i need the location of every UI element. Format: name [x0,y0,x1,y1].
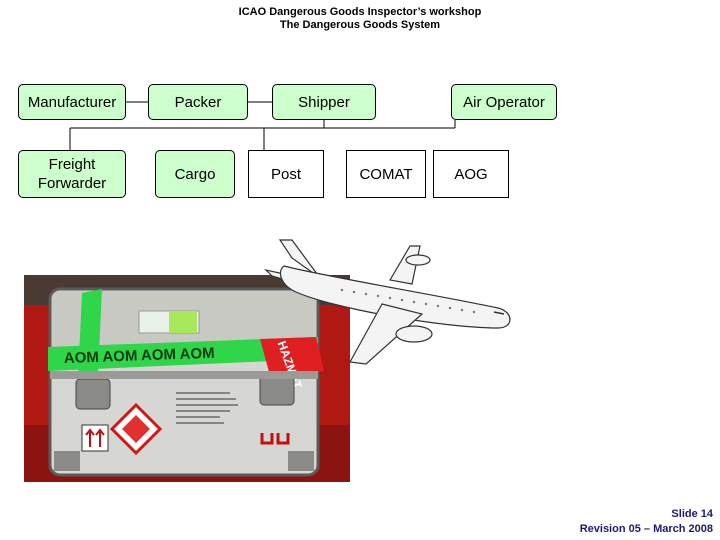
shipper-box: Shipper [272,84,376,120]
manufacturer-label: Manufacturer [27,93,117,111]
comat-box: COMAT [346,150,426,198]
comat-label: COMAT [359,165,413,183]
packer-label: Packer [174,93,222,111]
air-operator-label: Air Operator [463,93,545,111]
air-operator-box: Air Operator [451,84,557,120]
post-box: Post [248,150,324,198]
packer-box: Packer [148,84,248,120]
tape-text: AOM AOM AOM AOM [64,345,215,367]
aog-label: AOG [454,165,488,183]
shipper-label: Shipper [298,93,350,111]
post-label: Post [270,165,301,183]
flow-connectors [69,101,456,156]
cargo-label: Cargo [174,165,216,183]
freight-forwarder-box: Freight Forwarder [18,150,126,198]
airplane-icon [264,239,511,365]
dangerous-goods-case-photo: AOM AOM AOM AOM HAZMAT [24,275,350,482]
aog-box: AOG [433,150,509,198]
slide-title-line2: The Dangerous Goods System [279,19,441,31]
slide-number: Slide 14 [671,508,713,520]
manufacturer-box: Manufacturer [18,84,126,120]
cargo-box: Cargo [155,150,235,198]
revision-info: Revision 05 – March 2008 [579,523,713,535]
slide-title-line1: ICAO Dangerous Goods Inspector’s worksho… [238,6,482,18]
freight-forwarder-label: Freight Forwarder [37,156,107,192]
